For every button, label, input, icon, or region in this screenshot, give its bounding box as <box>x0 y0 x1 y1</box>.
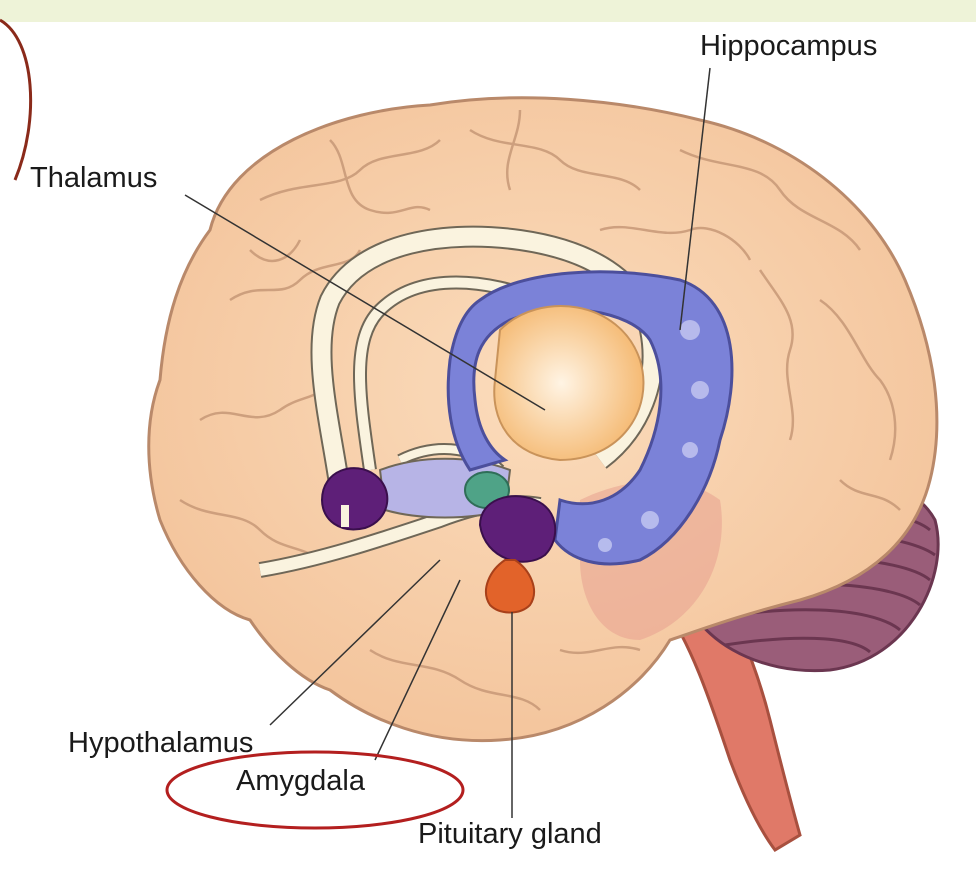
label-thalamus: Thalamus <box>30 162 157 195</box>
label-amygdala: Amygdala <box>236 765 365 798</box>
thalamus <box>494 306 643 460</box>
label-hypothalamus: Hypothalamus <box>68 727 253 760</box>
corner-ring-fragment <box>0 20 31 180</box>
olfactory-tract <box>341 505 349 527</box>
label-pituitary-gland: Pituitary gland <box>418 818 602 851</box>
olfactory-bulb <box>322 468 387 529</box>
label-hippocampus: Hippocampus <box>700 30 877 63</box>
top-band <box>0 0 976 22</box>
